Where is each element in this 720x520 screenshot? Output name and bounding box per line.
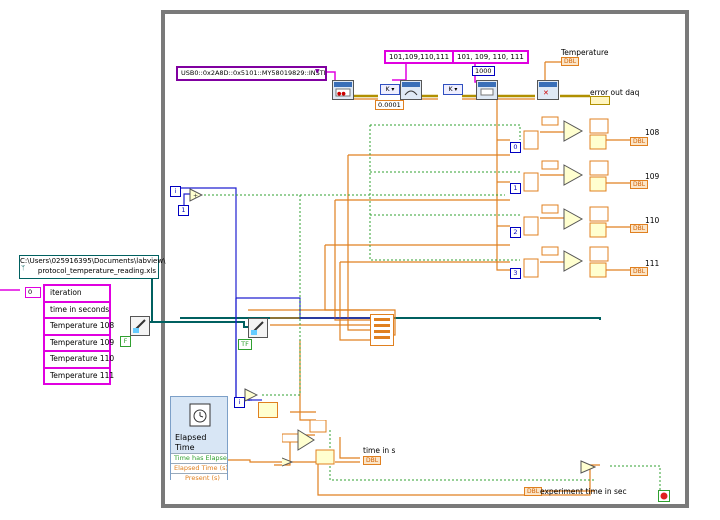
experiment-time-control[interactable]: DBL — [524, 487, 543, 496]
elapsed-time-icon-area — [171, 397, 227, 433]
build-array-node[interactable] — [370, 314, 394, 346]
visa-open-node[interactable]: ●● — [332, 80, 354, 100]
path-line-1: C:\Users\025916395\Documents\labview\ — [20, 257, 166, 265]
numeric-constant[interactable]: 1 — [178, 205, 189, 216]
t110-indicator[interactable]: DBL — [630, 224, 649, 233]
t109-indicator[interactable]: DBL — [630, 180, 649, 189]
stopwatch-icon — [189, 403, 211, 427]
t111-label: 111 — [645, 259, 660, 268]
array-element[interactable]: Temperature 108 — [45, 319, 114, 336]
svg-text:✕: ✕ — [543, 89, 549, 97]
t108-indicator[interactable]: DBL — [630, 137, 649, 146]
array-element[interactable]: Temperature 111 — [50, 370, 115, 380]
t111-indicator[interactable]: DBL — [630, 267, 649, 276]
increment-node-icon[interactable] — [244, 388, 258, 402]
compare-node-icon[interactable] — [580, 460, 596, 474]
path-line-2: protocol_temperature_reading.xls — [37, 267, 156, 275]
add-node-icon[interactable]: + — [189, 188, 203, 202]
array-element[interactable]: Temperature 110 — [45, 352, 114, 369]
time-array-node[interactable] — [258, 402, 278, 418]
index-array-nodes[interactable] — [520, 115, 620, 295]
string-array-constant[interactable]: iteration time in seconds Temperature 10… — [43, 284, 115, 385]
elapsed-time-output-0[interactable]: Time has Elapsed — [171, 453, 227, 463]
index-constant-2[interactable]: 2 — [510, 227, 521, 238]
false-constant[interactable]: F — [120, 336, 131, 347]
true-false-constant[interactable]: TF — [238, 339, 252, 350]
index-constant-3[interactable]: 3 — [510, 268, 521, 279]
file-path-constant[interactable]: C:\Users\025916395\Documents\labview\ pr… — [19, 255, 165, 279]
visa-close-node[interactable]: ✕ — [537, 80, 559, 100]
t110-label: 110 — [645, 216, 660, 225]
channel-list-constant-2[interactable]: 101, 109, 110, 111 — [452, 50, 529, 64]
boolean-wire — [200, 124, 661, 490]
write-spreadsheet-data-node[interactable] — [248, 318, 268, 338]
error-out-indicator[interactable] — [590, 96, 610, 105]
svg-text:+: + — [193, 193, 198, 200]
time-in-s-label: time in s — [363, 446, 396, 455]
while-loop-structure[interactable] — [161, 10, 689, 508]
channel-list-constant-1[interactable]: 101,109,110,111 — [384, 50, 455, 64]
t109-label: 109 — [645, 172, 660, 181]
error-out-label: error out daq — [590, 88, 640, 97]
chevron-down-icon[interactable]: ▼ — [315, 68, 320, 75]
integer-wire — [180, 187, 370, 401]
elapsed-time-output-2[interactable]: Present (s) — [171, 473, 227, 483]
array-index-display[interactable]: 0 — [25, 287, 41, 298]
write-spreadsheet-header-node[interactable] — [130, 316, 150, 336]
experiment-time-label: experiment time in sec — [540, 487, 627, 496]
numeric-1000-constant[interactable]: 1000 — [472, 66, 495, 76]
iteration-terminal-2: i — [234, 397, 245, 408]
elapsed-time-output-1[interactable]: Elapsed Time (s) — [171, 463, 227, 473]
delay-constant[interactable]: 0.0001 — [375, 100, 404, 110]
time-math-nodes[interactable] — [282, 420, 362, 470]
elapsed-time-express-vi[interactable]: Elapsed Time Time has Elapsed Elapsed Ti… — [170, 396, 228, 483]
read-node[interactable] — [476, 80, 498, 100]
stop-condition-terminal[interactable] — [658, 490, 670, 502]
configure-node-1[interactable] — [400, 80, 422, 100]
temperature-indicator[interactable]: DBL — [561, 57, 580, 66]
t108-label: 108 — [645, 128, 660, 137]
svg-text:●●: ●● — [337, 91, 346, 97]
config-enum-constant-2[interactable]: K ▾ — [443, 84, 463, 95]
temperature-indicator-label: Temperature — [561, 48, 609, 57]
array-element[interactable]: time in seconds — [45, 303, 109, 319]
array-element[interactable]: Temperature 109 — [45, 336, 114, 352]
index-constant-1[interactable]: 1 — [510, 183, 521, 194]
array-element[interactable]: iteration — [45, 286, 109, 303]
index-constant-0[interactable]: 0 — [510, 142, 521, 153]
iteration-terminal: i — [170, 186, 181, 197]
visa-resource-constant[interactable]: USB0::0x2A8D::0x5101::MY58019829::INSTR — [176, 66, 327, 81]
numeric-float-wire — [228, 61, 630, 496]
time-in-s-indicator[interactable]: DBL — [363, 456, 382, 465]
elapsed-time-title: Elapsed Time — [175, 433, 207, 452]
config-enum-constant-1[interactable]: K ▾ — [380, 84, 400, 95]
path-icon: ᛘ — [21, 264, 26, 272]
